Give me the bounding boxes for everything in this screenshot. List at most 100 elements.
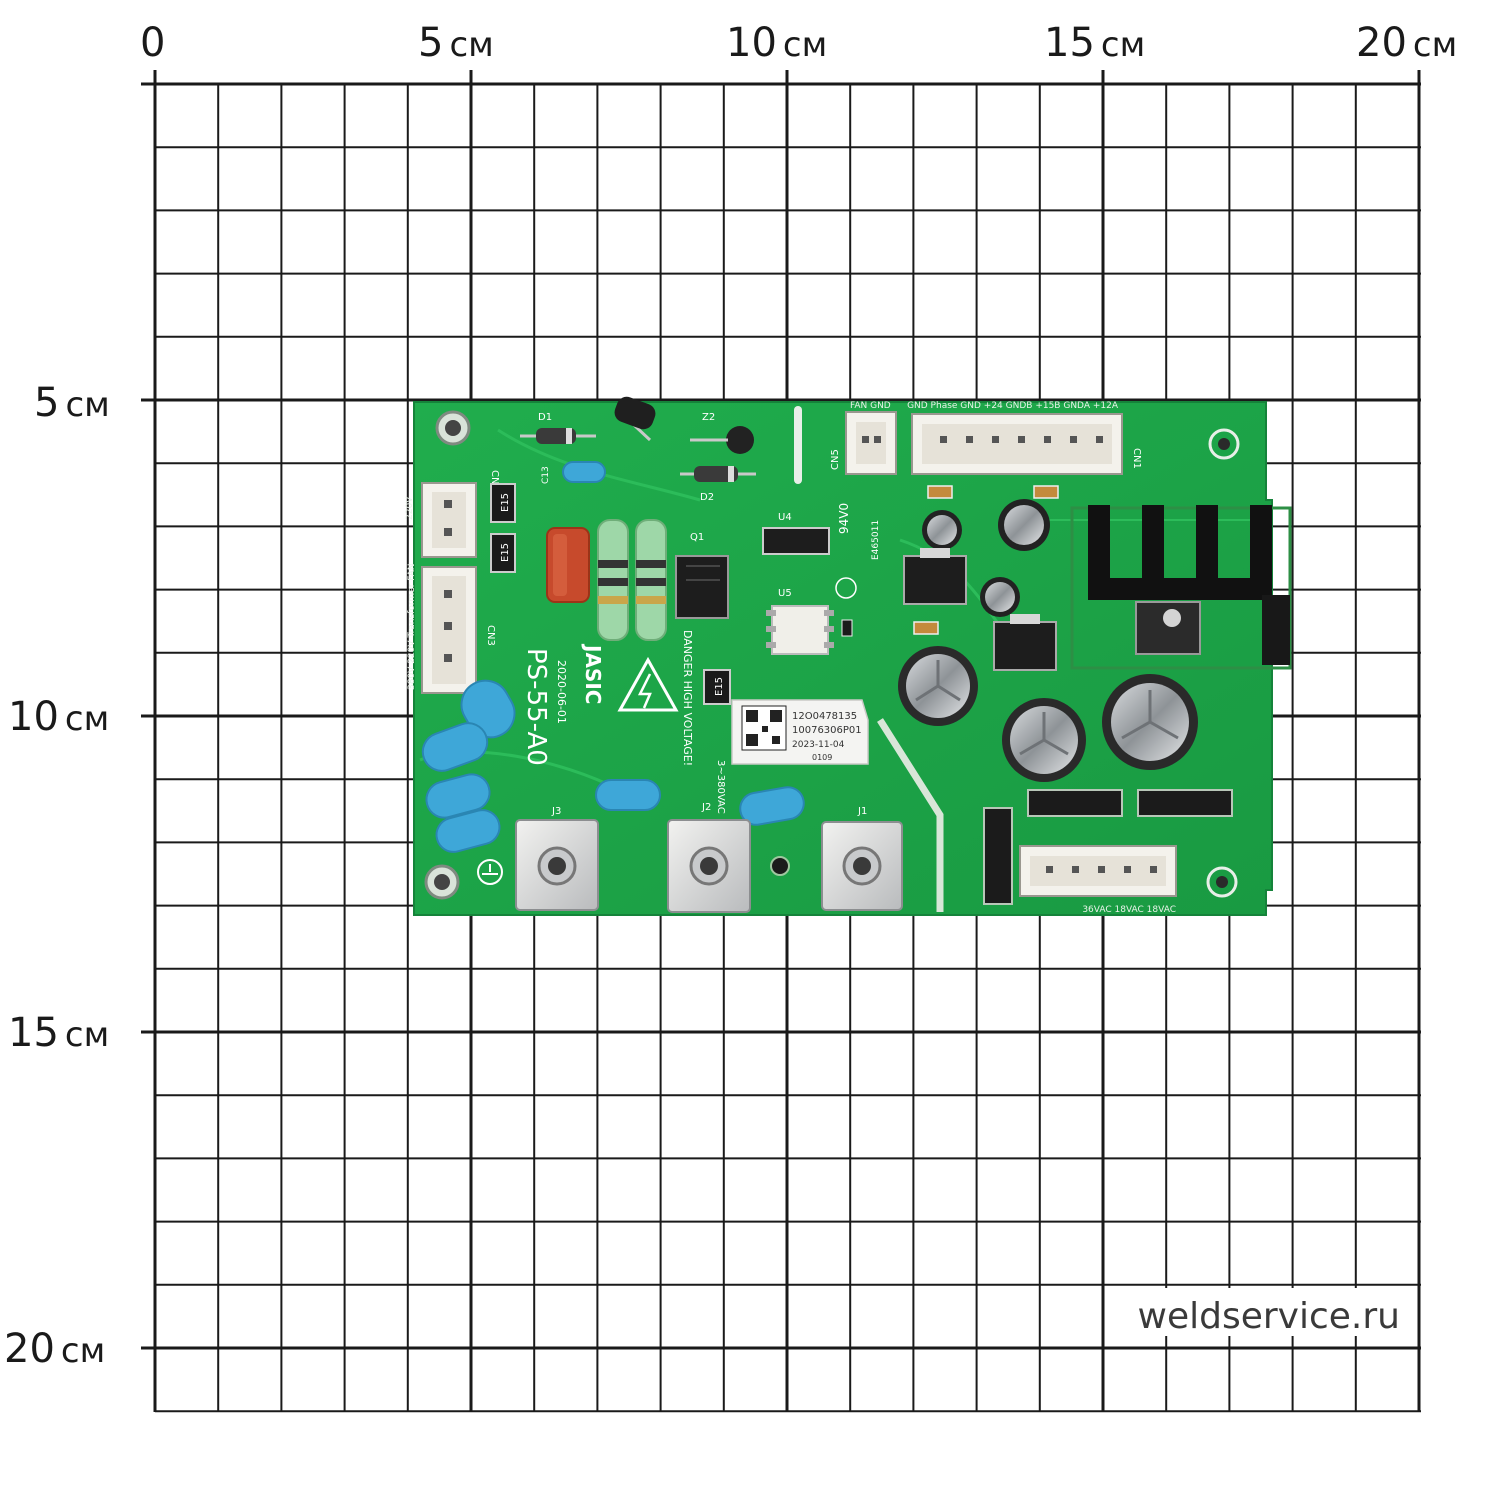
zener-z2: Z2 [690, 412, 754, 454]
serial-label: 12O0478135 10076306P01 2023-11-04 0109 [731, 699, 869, 765]
resistor-r9 [597, 519, 629, 641]
diode-d2: D2 [680, 466, 756, 503]
svg-text:0109: 0109 [812, 753, 832, 762]
top-label-0: 0 [140, 20, 165, 66]
svg-text:E15: E15 [500, 493, 511, 512]
resistor-r7 [635, 519, 667, 641]
heatsink [1070, 505, 1292, 670]
capacitor-c13: C13 [541, 461, 606, 484]
high-voltage-warning: DANGER HIGH VOLTAGE! [681, 630, 694, 766]
electrolytic-capacitor-c3 [898, 646, 978, 726]
cn5-pins: FAN GND [850, 401, 891, 411]
electrolytic-capacitor-c1 [922, 510, 962, 550]
voltage-rating: 3~380VAC [715, 760, 726, 814]
y-capacitor-c14 [421, 722, 489, 772]
pcb-board: CN6 220V 380V 220V Transformer FAN CN3 D… [405, 396, 1292, 916]
ground-symbol [477, 859, 503, 885]
svg-text:Z2: Z2 [702, 412, 715, 423]
diode-z1 [614, 396, 656, 442]
watermark: weldservice.ru [1138, 1296, 1400, 1337]
terminal-j3: J3 [515, 806, 599, 911]
resistor-r5: E15 [490, 483, 516, 523]
transistor-q1: Q1 [675, 532, 729, 619]
heatsink-transistor [1135, 601, 1201, 655]
svg-text:U5: U5 [778, 588, 792, 599]
y-capacitor-c19 [460, 679, 516, 739]
mounting-hole-bottom-right [1206, 866, 1238, 898]
brand-logo: JASIC [581, 643, 605, 704]
svg-text:D1: D1 [538, 412, 552, 423]
svg-text:U4: U4 [778, 512, 792, 523]
svg-text:E15: E15 [500, 543, 511, 562]
svg-text:CN1: CN1 [1131, 448, 1142, 469]
electrolytic-capacitor-c5 [1002, 698, 1086, 782]
svg-text:J2: J2 [701, 802, 711, 813]
electrolytic-capacitor-c6 [980, 577, 1020, 617]
smd-capacitor-c12 [1033, 485, 1059, 499]
terminal-j1: J1 [821, 806, 903, 911]
bridge-rectifier-br1 [983, 807, 1013, 905]
bridge-rectifier-br2 [1027, 789, 1123, 817]
cn3-side-label: 380V 220V Transformer FAN [407, 564, 417, 691]
connector-cn3: 380V 220V Transformer FAN CN3 [407, 564, 496, 694]
svg-text:Q1: Q1 [690, 532, 704, 543]
electrolytic-capacitor-c11 [1102, 674, 1198, 770]
cn6-label: CN6 [489, 470, 500, 491]
svg-text:12O0478135: 12O0478135 [792, 711, 857, 722]
model-text: PS-55-A0 [521, 648, 551, 766]
regulator-u2 [993, 614, 1057, 671]
model-date: 2020-06-01 [555, 660, 568, 724]
ic-u4: U4 [762, 512, 830, 555]
cn1-pins: GND Phase GND +24 GNDB +15B GNDA +12A [907, 401, 1119, 411]
connector-cn6: CN6 220V [405, 470, 500, 558]
smd-capacitor-c2 [927, 485, 953, 499]
svg-text:94V0: 94V0 [837, 503, 851, 534]
svg-text:D2: D2 [700, 492, 714, 503]
diode-d1: D1 [520, 412, 596, 444]
via-hole [770, 856, 790, 876]
y-capacitor-c15 [425, 773, 491, 819]
cn3-label: CN3 [485, 625, 496, 646]
film-capacitor [546, 527, 590, 603]
resistor-r6: E15 [703, 669, 731, 705]
svg-text:2023-11-04: 2023-11-04 [792, 740, 845, 750]
regulator-u1 [903, 548, 967, 605]
mounting-hole-bottom-left [424, 864, 460, 900]
board-branding: JASIC PS-55-A0 2020-06-01 DANGER HIGH VO… [521, 630, 726, 814]
y-capacitor-c16 [435, 809, 501, 853]
smd-capacitor-c4 [913, 621, 939, 635]
svg-text:E465011: E465011 [871, 520, 881, 560]
connector-cn5: FAN GND CN5 [830, 401, 897, 475]
terminal-j2: J2 [667, 802, 751, 913]
svg-text:C13: C13 [541, 466, 551, 484]
y-capacitor-c20 [595, 779, 661, 811]
svg-text:J3: J3 [551, 806, 561, 817]
svg-text:J1: J1 [857, 806, 867, 817]
mounting-hole-top-left [435, 410, 471, 446]
connector-cn1: GND Phase GND +24 GNDB +15B GNDA +12A CN… [907, 401, 1142, 475]
smd-resistor-r8 [841, 619, 853, 637]
optocoupler-u5: U5 [766, 588, 834, 655]
svg-text:E15: E15 [714, 677, 725, 696]
ul-marking: 94V0 E465011 [835, 503, 881, 599]
svg-text:CN5: CN5 [830, 449, 841, 470]
cn2-pins: 36VAC 18VAC 18VAC [1082, 905, 1176, 915]
svg-text:10076306P01: 10076306P01 [792, 725, 862, 736]
resistor-r4: E15 [490, 533, 516, 573]
electrolytic-capacitor-c10 [998, 499, 1050, 551]
bridge-rectifier-br3 [1137, 789, 1233, 817]
mounting-hole-top-right [1208, 428, 1240, 460]
connector-cn2: 36VAC 18VAC 18VAC [1019, 845, 1177, 915]
y-capacitor-c18 [739, 786, 805, 826]
